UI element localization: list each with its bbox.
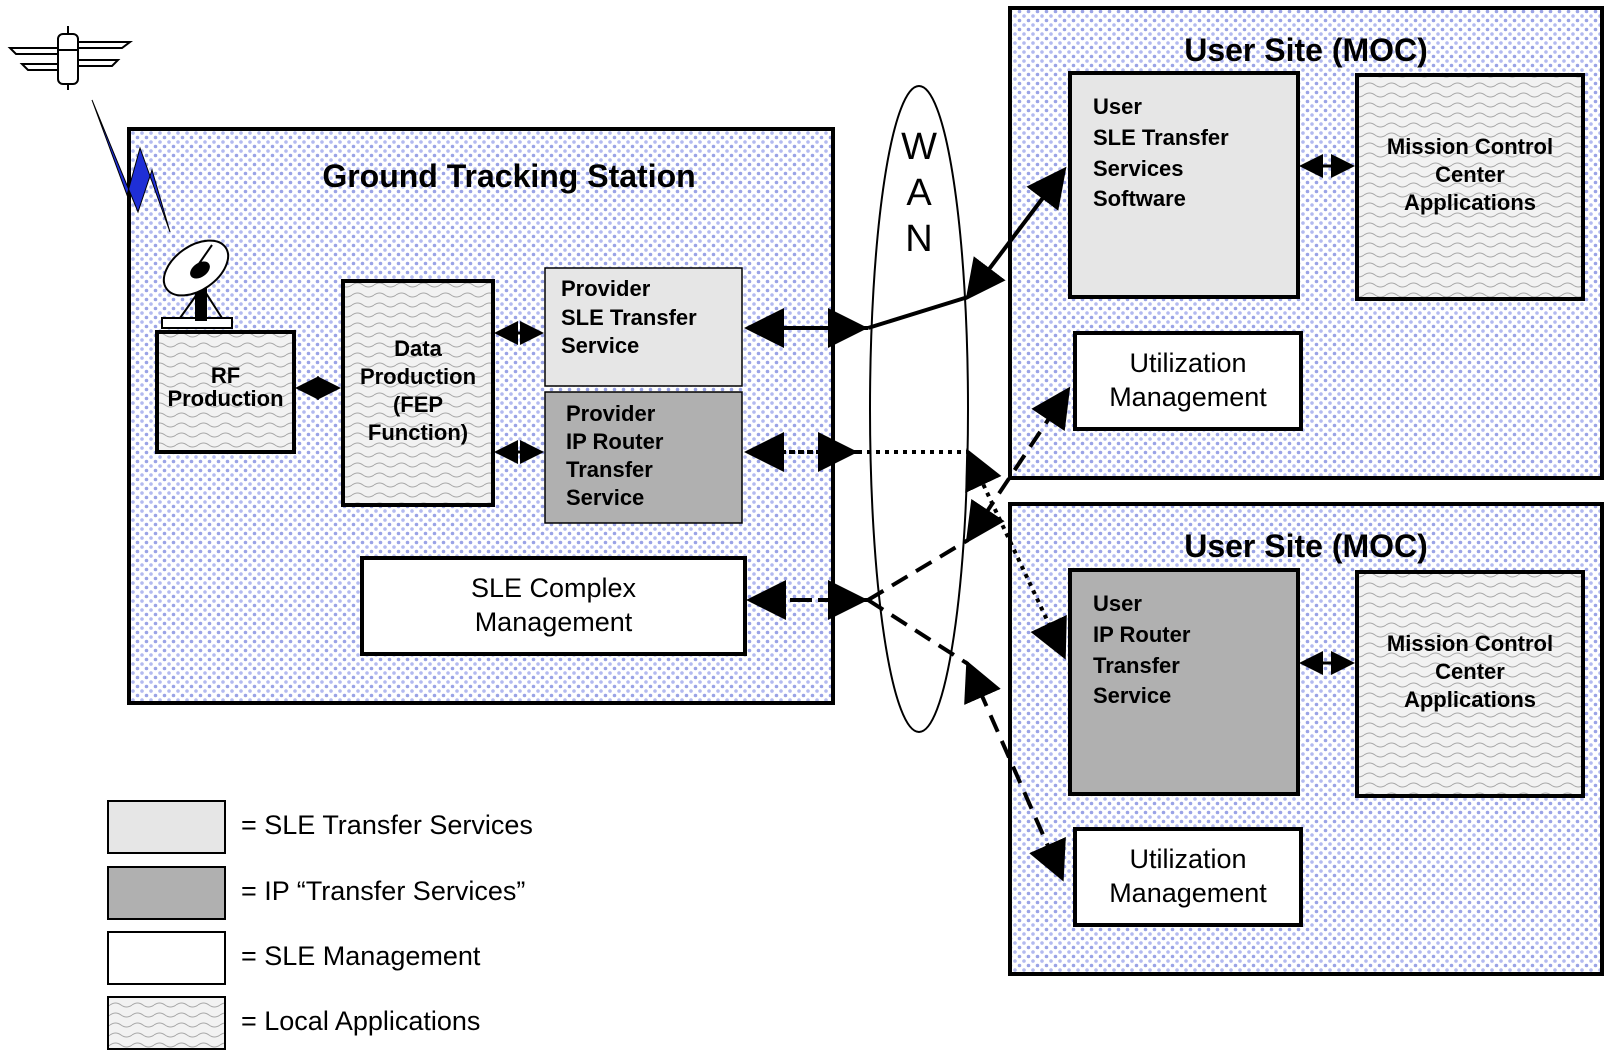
sle-link-right: [965, 166, 1067, 301]
mcc-label-2: Mission Control Center Applications: [1386, 631, 1554, 713]
sle-link-wan: [867, 295, 969, 330]
mcc-box-1: [1355, 73, 1585, 301]
legend-label-local-apps: = Local Applications: [241, 1006, 481, 1036]
user-ip-label: User IP Router Transfer Service: [1093, 591, 1191, 709]
rf-production-box: [155, 330, 296, 454]
legend-label-sle-mgmt: = SLE Management: [241, 941, 481, 971]
rf-production-label: RF Production: [167, 363, 284, 412]
mgmt-link-util1: [965, 386, 1071, 544]
mgmt-link-up: [866, 538, 970, 602]
legend-label-ip-transfer: = IP “Transfer Services”: [241, 876, 526, 906]
legend-swatch-local-apps: [107, 996, 226, 1050]
legend-swatch-ip-transfer: [107, 866, 226, 920]
data-production-label: Data Production (FEP Function): [359, 336, 477, 446]
legend-swatch-sle-transfer: [107, 800, 226, 854]
provider-ip-box: [544, 391, 743, 524]
utilization-label-1: Utilization Management: [1109, 348, 1267, 412]
provider-ip-label: Provider IP Router Transfer Service: [566, 401, 664, 511]
utilization-box-2: [1073, 827, 1303, 927]
wan-letter-a: A: [906, 172, 932, 214]
ground-station-title: Ground Tracking Station: [322, 158, 696, 194]
user-sle-label: User SLE Transfer Services Software: [1093, 94, 1229, 212]
mgmt-link-util2: [964, 660, 1066, 882]
legend-label-sle-transfer: = SLE Transfer Services: [241, 810, 533, 840]
legend-swatch-sle-mgmt: [107, 931, 226, 985]
wan-letter-n: N: [905, 218, 933, 260]
user-site-2-title: User Site (MOC): [1184, 528, 1428, 564]
mcc-label-1: Mission Control Center Applications: [1386, 134, 1554, 216]
sle-complex-mgmt-label: SLE Complex Management: [470, 573, 637, 637]
provider-sle-label: Provider SLE Transfer Service: [561, 276, 697, 359]
satellite-icon: [7, 26, 133, 90]
wan-letter-w: W: [901, 126, 937, 168]
user-sle-box: [1068, 71, 1300, 299]
data-production-box: [341, 279, 495, 507]
utilization-label-2: Utilization Management: [1109, 844, 1267, 908]
sle-complex-mgmt-box: [360, 556, 747, 656]
mcc-box-2: [1355, 570, 1585, 798]
utilization-box-1: [1073, 331, 1303, 431]
user-site-1-title: User Site (MOC): [1184, 32, 1428, 68]
user-ip-box: [1068, 568, 1300, 796]
satellite-dish-icon: [161, 239, 233, 329]
provider-sle-box: [544, 267, 743, 387]
lightning-bolt-icon: [91, 99, 171, 233]
mgmt-link-down: [866, 598, 970, 666]
